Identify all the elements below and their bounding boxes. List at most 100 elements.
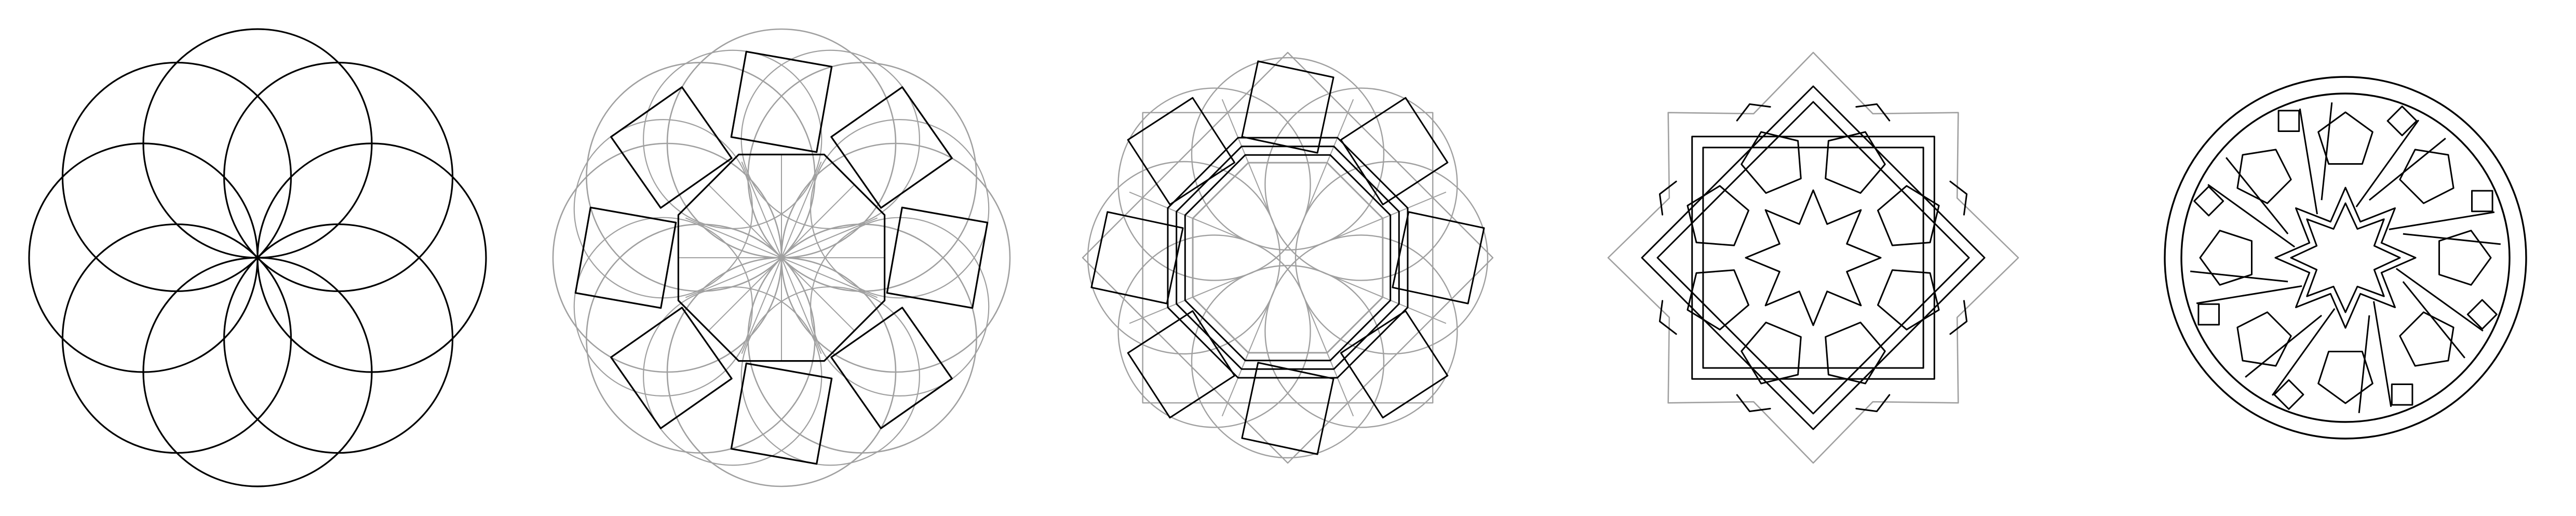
- lattice-square: [1392, 211, 1485, 305]
- octagon-band: [1192, 162, 1384, 354]
- inner-square: [1656, 101, 1970, 415]
- pentagon-cell: [1825, 131, 1886, 194]
- pentagon-cell: [1825, 322, 1886, 385]
- pentagon-cell: [1877, 185, 1940, 246]
- construction-circle: [1264, 87, 1458, 281]
- construction-line: [1299, 99, 1354, 229]
- construction-circle: [1191, 264, 1385, 459]
- hook-tip: [1736, 103, 1771, 122]
- pentagon-cell: [1741, 131, 1802, 194]
- hook-tip: [1855, 103, 1891, 122]
- strap-line: [2402, 281, 2465, 359]
- small-cell: [2273, 379, 2304, 410]
- rotated-square: [574, 206, 677, 309]
- outline-star: [1607, 51, 2019, 464]
- rotated-square: [830, 307, 953, 429]
- construction-circle: [1264, 234, 1458, 428]
- large-square: [1691, 136, 1935, 380]
- center-star-inner: [2290, 202, 2401, 313]
- construction-line: [1129, 269, 1259, 324]
- pentagon-cell: [2199, 230, 2253, 286]
- strap-line: [2245, 314, 2323, 378]
- octagon-band: [1176, 145, 1400, 370]
- rotated-square: [730, 362, 833, 465]
- strap-line: [2196, 285, 2302, 305]
- rotated-square: [830, 86, 953, 209]
- lattice-square: [1241, 362, 1334, 455]
- outer-ring: [2164, 76, 2527, 440]
- strap-line: [2321, 102, 2333, 201]
- panel-step-2-squares: [552, 28, 1011, 487]
- lattice-square: [1340, 310, 1449, 419]
- hook-tip: [1855, 394, 1891, 413]
- construction-circle: [1087, 161, 1281, 355]
- octagon: [677, 153, 886, 362]
- construction-line: [1221, 286, 1276, 417]
- panel-step-1-rosette: [28, 28, 487, 487]
- small-cell: [2277, 110, 2300, 132]
- strap-line: [2299, 108, 2318, 215]
- small-cell: [2197, 303, 2220, 326]
- strap-line: [2395, 268, 2484, 332]
- strap-line: [2355, 120, 2420, 208]
- construction-circle: [1117, 87, 1311, 281]
- lattice-square: [1090, 211, 1184, 305]
- pentagon-cell: [1687, 185, 1749, 246]
- construction-line: [1221, 99, 1276, 229]
- panel-step-5-medallion: [2164, 76, 2527, 440]
- pentagon-cell: [1687, 269, 1749, 330]
- rosette-circle: [61, 61, 292, 293]
- pentagon-cell: [2236, 149, 2292, 204]
- strap-line: [2358, 315, 2370, 414]
- octagon-band: [1167, 137, 1409, 379]
- small-cell: [2386, 105, 2418, 137]
- strap-line: [2207, 183, 2296, 248]
- construction-line: [1316, 269, 1447, 324]
- lattice-square: [1241, 60, 1334, 154]
- lattice-square: [1127, 310, 1236, 419]
- strap-line: [2271, 308, 2336, 396]
- rotated-square: [886, 206, 989, 309]
- construction-circle: [1191, 57, 1385, 251]
- pentagon-cell: [2317, 111, 2373, 165]
- small-cell: [2471, 190, 2493, 213]
- hook-tip: [1658, 300, 1677, 335]
- hook-tip: [1658, 180, 1677, 216]
- pentagon-cell: [2236, 311, 2292, 367]
- pentagon-cell: [2317, 351, 2373, 404]
- strap-line: [2368, 138, 2446, 201]
- pentagon-cell: [2399, 311, 2454, 367]
- construction-circle: [573, 217, 753, 396]
- construction-circle: [1294, 161, 1489, 355]
- large-square: [1641, 85, 1986, 430]
- panel-step-3-lattice: [1082, 51, 1494, 464]
- pentagon-cell: [2438, 230, 2492, 286]
- rotated-square: [610, 86, 733, 209]
- panel-step-4-star: [1607, 51, 2019, 464]
- inner-ring: [2180, 92, 2511, 423]
- strap-line: [2372, 301, 2392, 407]
- lattice-square: [1340, 97, 1449, 206]
- strap-line: [2226, 157, 2289, 235]
- construction-square: [1082, 51, 1494, 464]
- pentagon-cell: [1877, 269, 1940, 330]
- pentagon-cell: [1741, 322, 1802, 385]
- center-star: [2274, 187, 2417, 329]
- octagon-band: [1184, 154, 1392, 362]
- pentagon-cell: [2399, 149, 2454, 204]
- construction-line: [1299, 286, 1354, 417]
- hook-tip: [1949, 300, 1968, 335]
- strap-line: [2190, 270, 2288, 283]
- strap-line: [2389, 211, 2495, 231]
- construction-line: [1316, 191, 1447, 246]
- center-star: [1745, 189, 1882, 326]
- construction-circle: [643, 49, 822, 230]
- small-cell: [2391, 383, 2413, 406]
- rotated-square: [610, 307, 733, 429]
- small-cell: [2193, 186, 2224, 217]
- hook-tip: [1736, 394, 1771, 413]
- construction-circle: [740, 286, 920, 466]
- construction-line: [685, 217, 878, 298]
- lattice-square: [1127, 97, 1236, 206]
